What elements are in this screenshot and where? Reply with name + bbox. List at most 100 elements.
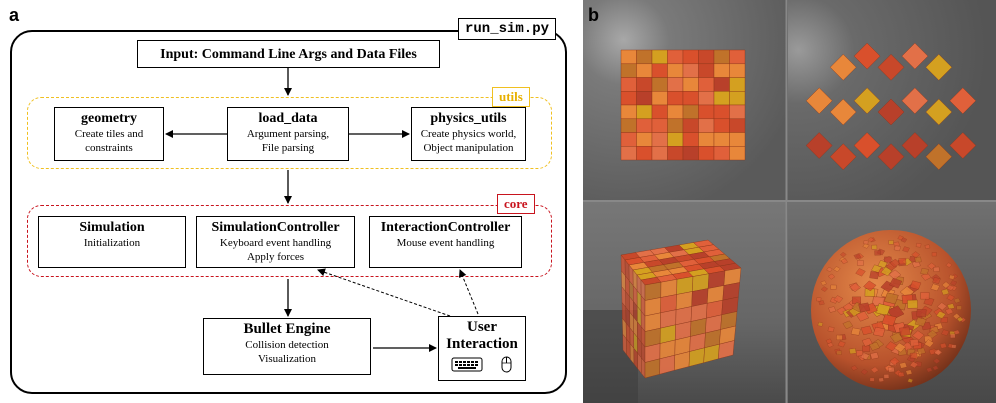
tile	[931, 252, 937, 257]
tile	[893, 245, 902, 252]
load-data-line1: Argument parsing,	[246, 128, 330, 140]
run-sim-container	[10, 30, 567, 394]
tile	[620, 104, 637, 120]
tile	[898, 326, 911, 337]
tile	[667, 146, 684, 161]
tile	[698, 49, 715, 64]
tile	[620, 146, 637, 161]
tile	[934, 349, 943, 356]
tile	[713, 91, 730, 106]
simulation-controller-box: SimulationController Keyboard event hand…	[196, 216, 355, 268]
input-title: Input: Command Line Args and Data Files	[160, 47, 417, 62]
tile	[718, 340, 735, 360]
utils-group	[27, 97, 552, 169]
tile	[872, 326, 886, 337]
tile	[907, 378, 914, 384]
tile	[825, 338, 833, 345]
bullet-engine-line1: Collision detection	[245, 339, 329, 351]
tile	[889, 357, 900, 366]
tile	[840, 258, 849, 265]
user-interaction-box: User Interaction	[438, 316, 526, 381]
render-panel	[583, 0, 996, 403]
tile	[836, 334, 843, 341]
input-box: Input: Command Line Args and Data Files	[137, 40, 440, 68]
bullet-engine-box: Bullet Engine Collision detection Visual…	[203, 318, 371, 375]
tile	[855, 350, 864, 357]
tile	[729, 118, 746, 133]
tile	[713, 118, 730, 133]
tile	[849, 282, 862, 293]
tile	[911, 260, 921, 268]
tile	[925, 54, 953, 81]
tile	[949, 132, 977, 159]
tile	[956, 316, 964, 323]
tile	[620, 118, 637, 133]
tile	[698, 118, 715, 133]
tile	[805, 132, 833, 159]
tile	[909, 280, 922, 290]
tiled-cube	[620, 239, 742, 379]
tile	[833, 266, 841, 273]
tile	[932, 358, 941, 364]
tile	[883, 292, 899, 305]
tile	[898, 371, 905, 378]
tile	[829, 143, 857, 170]
tile	[884, 256, 892, 263]
tile	[945, 262, 953, 268]
tile	[729, 63, 746, 78]
tile	[667, 49, 684, 64]
tile	[926, 329, 938, 339]
tile	[915, 242, 922, 248]
tile	[909, 361, 919, 369]
tile	[856, 260, 864, 266]
tile	[909, 338, 920, 347]
user-input-icons	[451, 356, 512, 373]
tile	[927, 262, 937, 270]
tile	[941, 329, 950, 336]
tiled-sphere	[811, 230, 971, 390]
tile	[817, 321, 824, 327]
tile	[836, 350, 842, 356]
tile	[877, 98, 905, 126]
mouse-icon	[501, 356, 512, 373]
tile	[889, 332, 904, 344]
tile	[916, 347, 926, 355]
physics-utils-line2: Object manipulation	[423, 142, 514, 154]
tile	[889, 258, 901, 268]
tile	[620, 49, 637, 64]
tile	[867, 236, 875, 243]
tile	[930, 283, 940, 292]
tile	[920, 292, 930, 300]
tile	[682, 77, 699, 92]
tile	[874, 250, 881, 256]
tile	[729, 49, 746, 64]
tile	[828, 306, 837, 313]
tile	[881, 314, 897, 327]
tile	[949, 333, 956, 339]
tile	[818, 300, 825, 306]
tile	[842, 320, 854, 330]
tile	[636, 132, 653, 147]
tile	[682, 132, 699, 147]
tile	[889, 277, 903, 289]
tile	[877, 54, 905, 81]
tile	[939, 342, 947, 349]
tile	[941, 281, 951, 289]
tile	[667, 132, 684, 147]
core-group	[27, 205, 552, 277]
tile	[698, 132, 715, 147]
tile	[901, 132, 929, 159]
simulation-title: Simulation	[79, 220, 145, 235]
tile	[864, 288, 875, 297]
tile	[833, 295, 844, 303]
tile	[901, 42, 929, 70]
tile	[909, 352, 918, 359]
tile	[853, 253, 862, 260]
tile	[729, 132, 746, 147]
tile	[887, 305, 905, 320]
load-data-box: load_data Argument parsing, File parsing	[227, 107, 349, 161]
tile	[713, 104, 730, 120]
tile	[827, 273, 836, 280]
tile	[651, 91, 668, 106]
panel-b-letter: b	[588, 5, 599, 25]
